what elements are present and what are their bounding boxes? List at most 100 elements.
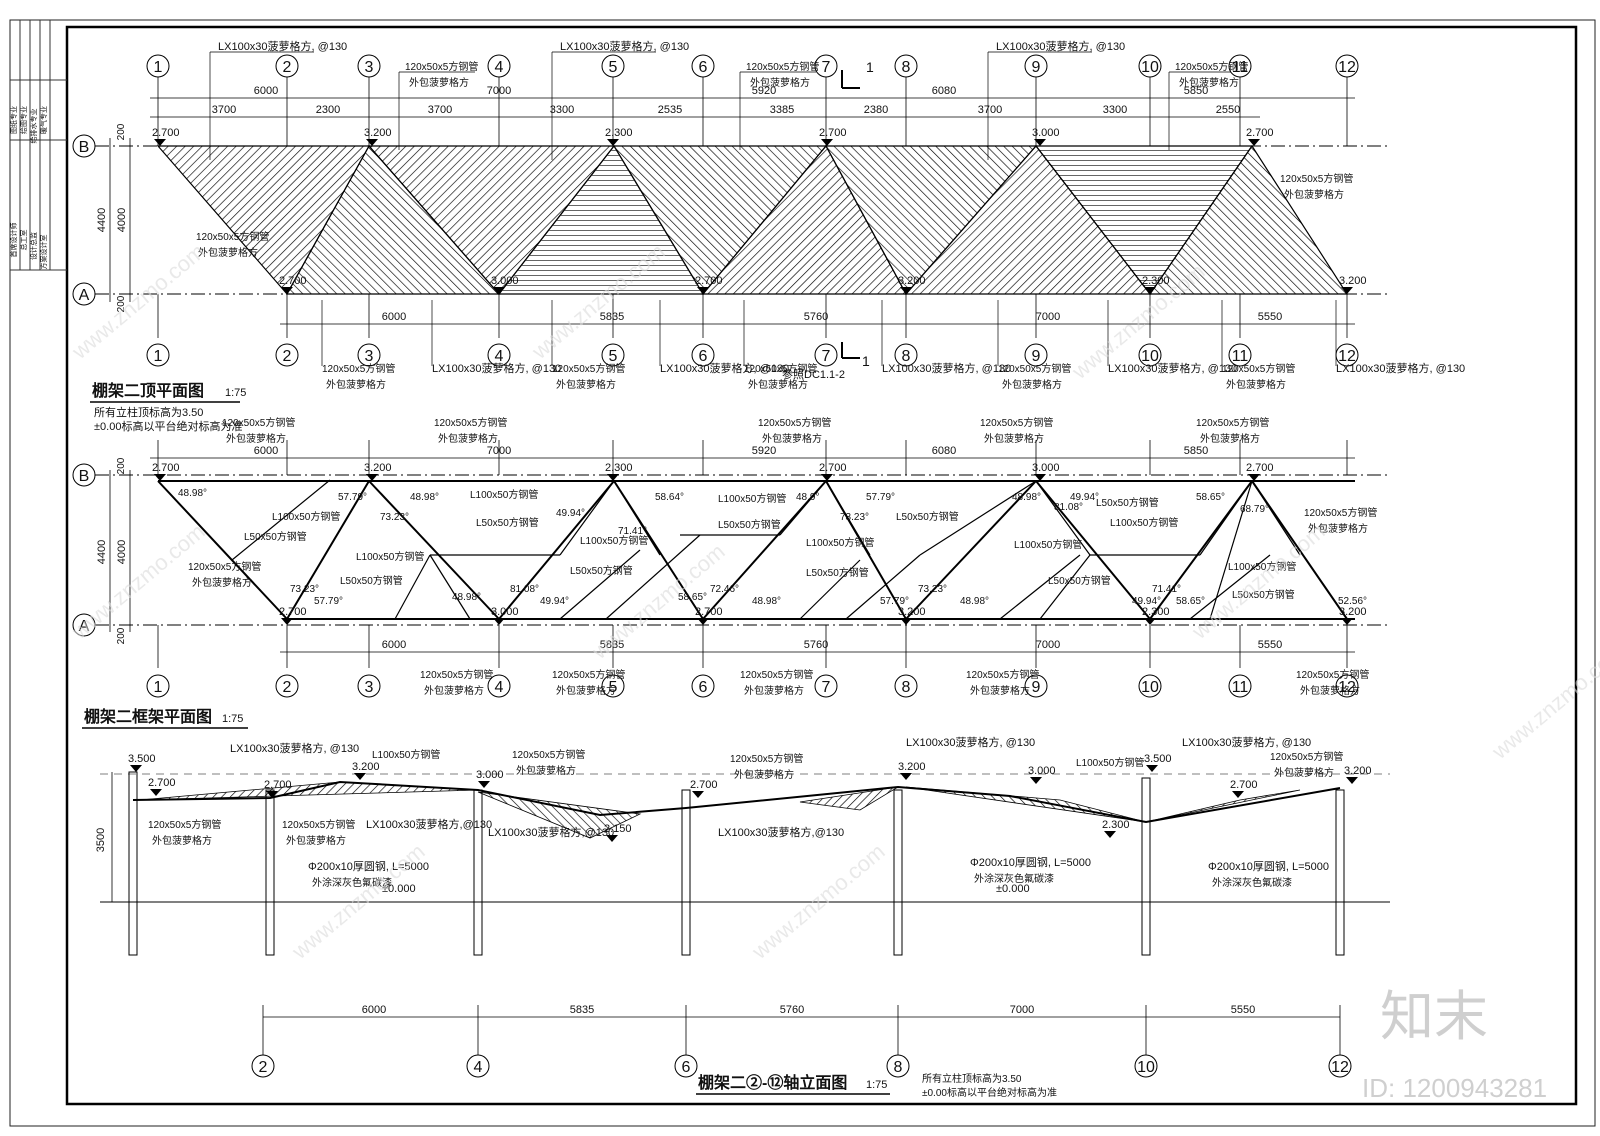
- angle-label: 58.65°: [1176, 596, 1205, 607]
- member-label: L50x50方钢管: [476, 516, 539, 529]
- roof-hatch: [156, 144, 1349, 296]
- dimension-text: 7000: [1036, 639, 1060, 651]
- callout-pipe: 120x50x5方钢管: [188, 560, 261, 573]
- callout-wrap: 外包菠萝格方: [1308, 522, 1368, 535]
- axis-bubble: [691, 343, 715, 367]
- member-label: L100x50方钢管: [470, 488, 538, 501]
- elevation-text: 2.700: [148, 777, 176, 789]
- secondary-member: [394, 554, 431, 620]
- diagonal-beam: [368, 480, 500, 620]
- elevation-marker: [1034, 474, 1046, 481]
- watermark-site: www.znzmo.com: [1186, 519, 1329, 645]
- column: [1141, 777, 1151, 956]
- elevation-text: 3.000: [476, 769, 504, 781]
- axis-bubble: [357, 54, 381, 78]
- axis-label: 11: [1232, 679, 1249, 696]
- elevation-marker: [366, 474, 378, 481]
- dimension-text: 5760: [804, 311, 828, 323]
- column-finish: 外涂深灰色氟碳漆: [974, 872, 1054, 885]
- elevation-text: 2.700: [695, 275, 723, 287]
- dimension-text: 4000: [116, 208, 128, 232]
- callout-pipe: 120x50x5方钢管: [282, 818, 355, 831]
- axis-bubble: [1228, 674, 1252, 698]
- elevation-marker: [1248, 139, 1260, 146]
- axis-label: 2: [259, 1059, 268, 1076]
- diagonal-beam: [286, 480, 370, 620]
- callout-slat: LX100x30菠萝格方, @130: [1336, 361, 1465, 375]
- dimension-text: 2535: [658, 104, 682, 116]
- axis-label: 4: [495, 348, 504, 365]
- elevation-marker: [150, 789, 162, 796]
- callout-slat: LX100x30菠萝格方, @130: [882, 361, 1011, 375]
- axis-bubble: [146, 54, 170, 78]
- plan-scale: 1:75: [225, 387, 246, 399]
- callout-wrap: 外包菠萝格方: [1200, 432, 1260, 445]
- callout-pipe: 120x50x5方钢管: [552, 668, 625, 681]
- dimension-text: 3700: [428, 104, 452, 116]
- axis-label: 11: [1232, 59, 1249, 76]
- member-label: L100x50方钢管: [806, 536, 874, 549]
- axis-label: 9: [1032, 679, 1041, 696]
- axis-bubble: [886, 1054, 910, 1078]
- axis-bubble: [1228, 54, 1252, 78]
- secondary-member: [825, 480, 871, 556]
- dimension-text: 6000: [382, 639, 406, 651]
- callout-slat: LX100x30菠萝格方, @130: [1108, 361, 1237, 375]
- elevation-title: 棚架二②-⑫轴立面图: [698, 1073, 847, 1092]
- axis-label: A: [79, 287, 90, 304]
- angle-label: 81.08°: [1054, 502, 1083, 513]
- dimension-text: 3385: [770, 104, 794, 116]
- watermark-logo: 知末: [1380, 987, 1488, 1047]
- callout-pipe: 120x50x5方钢管: [730, 752, 803, 765]
- elevation-marker: [1104, 831, 1116, 838]
- elevation-text: 2.700: [1230, 779, 1258, 791]
- callout-pipe: 120x50x5方钢管: [1196, 416, 1269, 429]
- axis-bubble: [357, 343, 381, 367]
- elevation-marker: [1341, 618, 1353, 625]
- callout-pipe: 120x50x5方钢管: [746, 60, 819, 73]
- angle-label: 49.94°: [1132, 596, 1161, 607]
- secondary-member: [845, 554, 921, 620]
- member-label: L100x50方钢管: [1110, 516, 1178, 529]
- dimension-text: 200: [116, 457, 127, 474]
- axis-bubble: [275, 674, 299, 698]
- member-label: L50x50方钢管: [1048, 574, 1111, 587]
- elevation-marker: [154, 474, 166, 481]
- axis-bubble: [1335, 674, 1359, 698]
- plan-title: 棚架二框架平面图: [84, 707, 212, 726]
- plan-scale: 1:75: [222, 713, 243, 725]
- roof-gridlines: [90, 51, 1390, 403]
- axis-label: 8: [894, 1059, 903, 1076]
- elevation-text: 3.500: [1144, 753, 1172, 765]
- secondary-member: [1199, 480, 1253, 556]
- section-number: 1: [862, 353, 870, 369]
- member-label: L50x50方钢管: [806, 566, 869, 579]
- elevation-marker: [1232, 791, 1244, 798]
- elevation-marker: [900, 618, 912, 625]
- column-finish: 外涂深灰色氟碳漆: [312, 876, 392, 889]
- elevation-text: 3.200: [898, 275, 926, 287]
- callout-slat: LX100x30菠萝格方,@130: [718, 825, 844, 839]
- member-label: L100x50方钢管: [272, 510, 340, 523]
- axis-bubble: [1138, 674, 1162, 698]
- elevation-text: 2.300: [605, 127, 633, 139]
- diagonal-beam: [1149, 480, 1253, 620]
- title-block: 图纸专业绘图专业给排水专业暖气专业首席设计师总工室设计总监方案设计室: [9, 20, 67, 271]
- elevation-text: 2.700: [1246, 127, 1274, 139]
- column: [1335, 789, 1345, 956]
- member-label: L50x50方钢管: [340, 574, 403, 587]
- callout-pipe: 120x50x5方钢管: [1280, 172, 1353, 185]
- callout-wrap: 外包菠萝格方: [226, 432, 286, 445]
- callout-wrap: 外包菠萝格方: [326, 378, 386, 391]
- axis-bubble: [1138, 54, 1162, 78]
- axis-bubble: [251, 1054, 275, 1078]
- axis-label: 2: [283, 59, 292, 76]
- elevation-marker: [266, 791, 278, 798]
- axis-bubble: [691, 674, 715, 698]
- member-label: L50x50方钢管: [896, 510, 959, 523]
- column: [473, 789, 483, 956]
- axis-bubble: [72, 463, 96, 487]
- elevation-text: 3.200: [352, 761, 380, 773]
